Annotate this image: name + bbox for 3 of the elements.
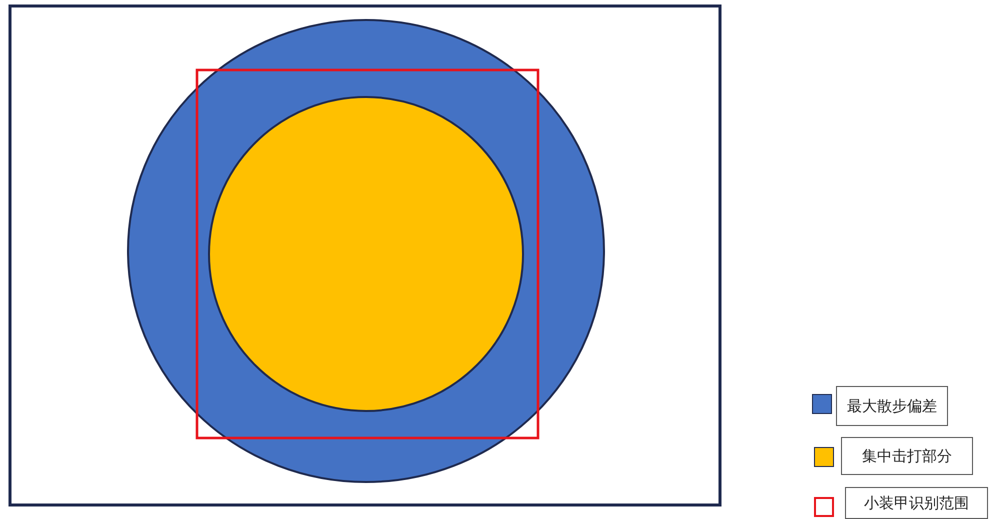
- legend-label: 集中击打部分: [841, 437, 973, 475]
- legend-label: 最大散步偏差: [836, 386, 948, 426]
- legend-label: 小装甲识别范围: [845, 487, 988, 519]
